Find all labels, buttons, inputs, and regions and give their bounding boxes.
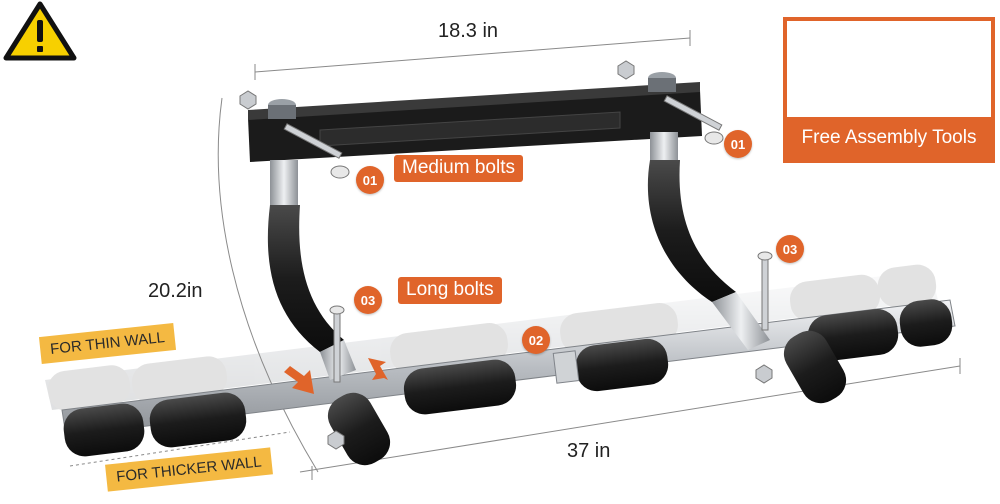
direction-arrows [284, 358, 388, 394]
height-dimension-label: 20.2in [148, 280, 203, 302]
nuts [239, 60, 773, 450]
right-arm [647, 132, 847, 404]
joint-number-badge: 02 [522, 326, 550, 354]
length-dimension-label: 37 in [567, 440, 611, 462]
left-arm [267, 160, 391, 466]
tools-caption: Free Assembly Tools [787, 117, 991, 159]
long-bolts-number-badge: 03 [354, 286, 382, 314]
medium-bolts-number-badge: 01 [356, 166, 384, 194]
long-bolts-tag: Long bolts [398, 277, 502, 304]
width-dimension-label: 18.3 in [438, 20, 499, 42]
long-bolts-number-badge-right: 03 [776, 235, 804, 263]
medium-bolts-tag: Medium bolts [394, 155, 523, 182]
warning-triangle-icon [3, 1, 77, 61]
assembly-tools-panel: Free Assembly Tools [783, 17, 995, 163]
medium-bolts-number-badge-right: 01 [724, 130, 752, 158]
long-bolts [329, 251, 773, 383]
dimension-lines [69, 30, 961, 480]
medium-bolts [283, 95, 724, 179]
main-bar [61, 299, 956, 457]
top-bracket [248, 72, 702, 162]
